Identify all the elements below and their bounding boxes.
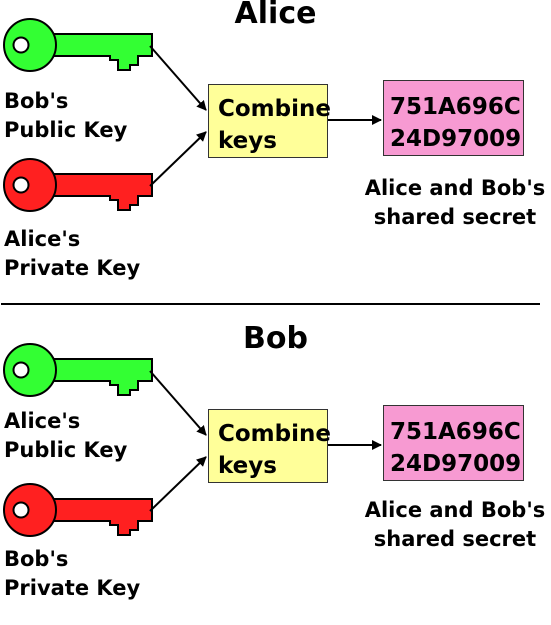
private-key-label: Alice's Private Key xyxy=(4,227,141,280)
private-key-label: Bob's Private Key xyxy=(4,547,141,600)
shared-secret-caption: Alice and Bob's shared secret xyxy=(364,498,546,551)
public-key-icon xyxy=(2,337,154,403)
section-title: Bob xyxy=(243,321,308,356)
shared-secret-caption: Alice and Bob's shared secret xyxy=(364,176,546,229)
alice-section: Alice Bob's Public Key Alice's Private K… xyxy=(0,0,551,300)
arrow-icon xyxy=(149,45,382,187)
section-title: Alice xyxy=(234,0,317,31)
arrow-icon xyxy=(149,370,382,512)
private-key-icon xyxy=(2,477,154,543)
shared-secret-box: 751A696C 24D97009 xyxy=(383,80,524,156)
public-key-icon xyxy=(2,12,154,78)
shared-secret-box: 751A696C 24D97009 xyxy=(383,405,524,481)
combine-keys-box: Combine keys xyxy=(208,409,331,483)
public-key-label: Alice's Public Key xyxy=(4,409,128,462)
bob-section: Bob Alice's Public Key Bob's Private Key xyxy=(0,321,551,625)
public-key-label: Bob's Public Key xyxy=(4,89,128,142)
private-key-icon xyxy=(2,152,154,218)
section-divider xyxy=(1,303,540,305)
combine-keys-box: Combine keys xyxy=(208,84,331,158)
